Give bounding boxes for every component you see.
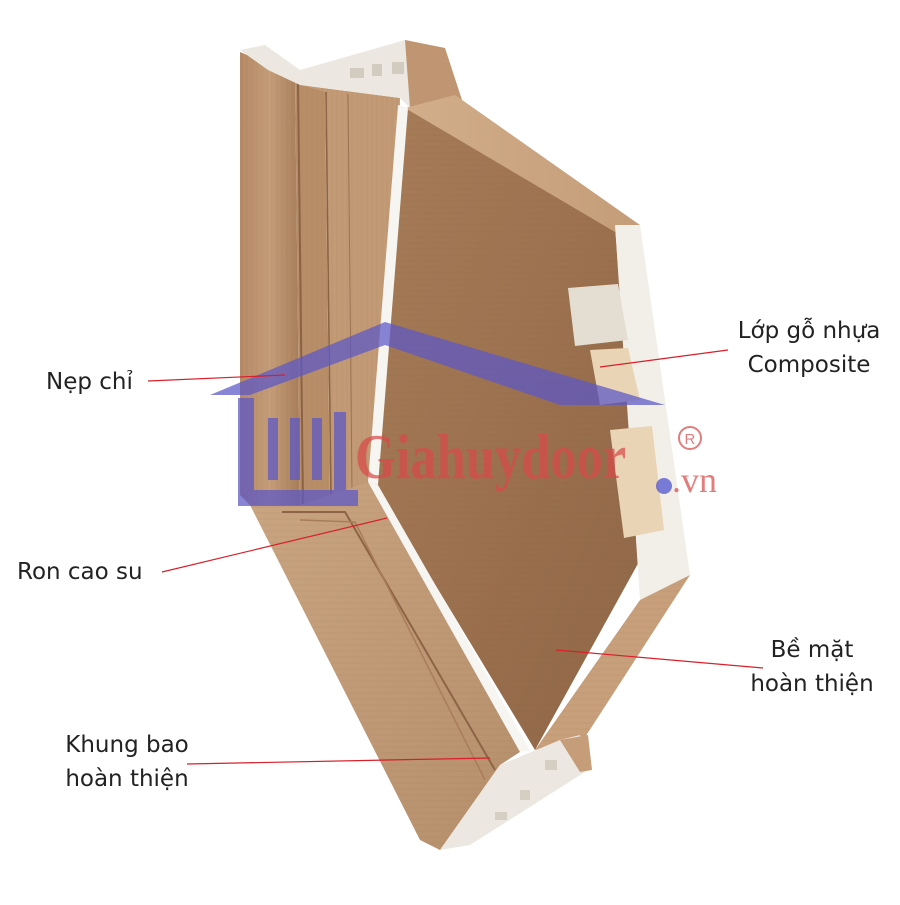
leader-lop-go-nhua [599, 349, 729, 368]
leader-be-mat [555, 649, 764, 669]
label-nep-chi-text: Nẹp chỉ [46, 369, 133, 395]
door-leaf [375, 95, 690, 750]
leader-ron-cao-su [161, 517, 388, 573]
label-khung-bao-line1: Khung bao [65, 732, 189, 758]
label-ron-cao-su-text: Ron cao su [17, 559, 143, 585]
frame-bottom [250, 482, 592, 850]
label-be-mat: Bề mặt hoàn thiện [742, 633, 882, 701]
watermark-domain: .vn [672, 460, 717, 500]
label-lop-go-nhua-line1: Lớp gỗ nhựa [737, 318, 881, 344]
leader-lines [147, 349, 764, 765]
leader-khung-bao [186, 757, 491, 765]
label-be-mat-line2: hoàn thiện [750, 671, 874, 697]
leader-nep-chi [147, 374, 286, 382]
label-lop-go-nhua-line2: Composite [747, 352, 871, 378]
watermark-dot [656, 478, 672, 494]
label-khung-bao: Khung bao hoàn thiện [52, 728, 202, 796]
label-lop-go-nhua: Lớp gỗ nhựa Composite [724, 314, 894, 382]
watermark-brand: Giahuydoor [355, 421, 626, 492]
label-nep-chi: Nẹp chỉ [46, 365, 133, 399]
jamb-top-profile [240, 40, 462, 108]
label-khung-bao-line2: hoàn thiện [65, 766, 189, 792]
watermark-registered: R [685, 431, 696, 448]
watermark-roof [210, 322, 665, 405]
rubber-gasket [368, 105, 530, 752]
label-ron-cao-su: Ron cao su [17, 555, 143, 589]
watermark: Giahuydoor .vn R [210, 322, 717, 506]
label-be-mat-line1: Bề mặt [770, 637, 854, 663]
registered-mark [678, 426, 702, 450]
